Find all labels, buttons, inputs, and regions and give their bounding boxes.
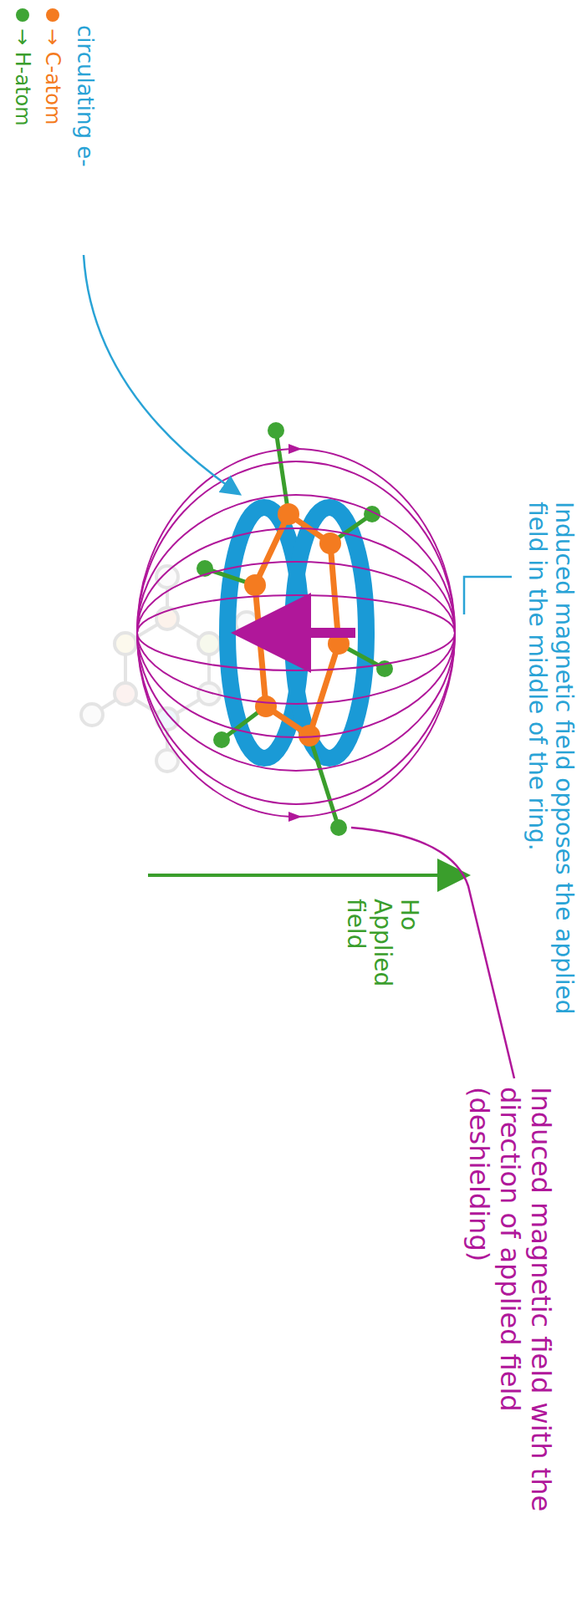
- legend-swatch: [45, 8, 60, 22]
- electron-label: circulating e-: [71, 25, 97, 168]
- applied-field-label: Ho Applied field: [341, 898, 423, 998]
- legend-text: → C-atom: [40, 28, 65, 125]
- legend-item: → C-atom: [40, 8, 64, 125]
- applied-field-arrow: [148, 873, 465, 878]
- induced-field-lines: [137, 449, 455, 817]
- shielding-note: Induced magnetic field opposes the appli…: [523, 501, 577, 1054]
- legend-swatch: [15, 8, 30, 22]
- field-arrowhead: [288, 444, 302, 455]
- central-induced-field-arrow: [250, 627, 356, 639]
- leader-line: [83, 255, 239, 494]
- leader-line: [464, 576, 512, 615]
- field-arrowhead: [288, 811, 302, 822]
- legend-text: → H-atom: [10, 28, 35, 127]
- legend-item: → H-atom: [10, 8, 34, 127]
- deshielding-note: Induced magnetic field with the directio…: [464, 1087, 557, 1581]
